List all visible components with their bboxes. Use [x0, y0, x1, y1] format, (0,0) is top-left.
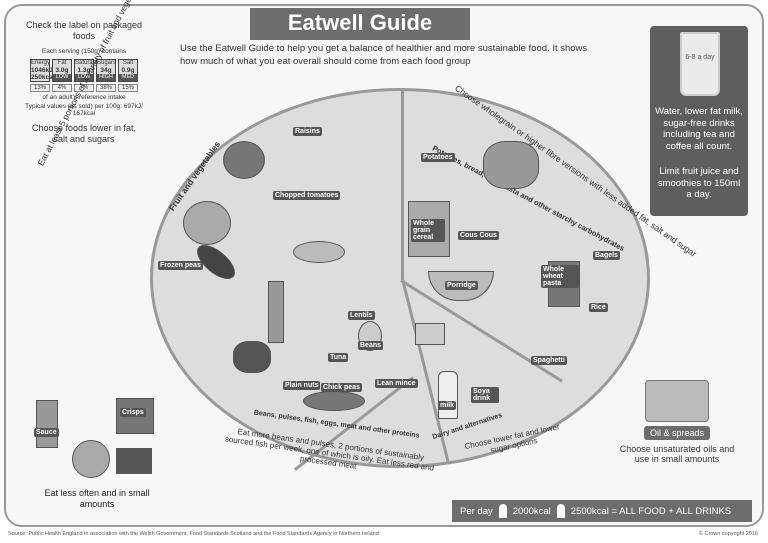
oils-advice: Choose unsaturated oils and use in small…	[619, 444, 735, 464]
tuna-label: Tuna	[328, 353, 349, 362]
copyright-note: © Crown copyright 2016	[698, 531, 758, 537]
label-serving: Each serving (150g) contains	[41, 48, 127, 55]
bagels-label: Bagels	[593, 251, 620, 260]
milk-bottle-image	[438, 371, 458, 419]
lean-mince-label: Lean mince	[375, 379, 418, 388]
water-glass-icon: 6-8 a day	[680, 32, 720, 96]
oils-panel: Oil & spreads Choose unsaturated oils an…	[612, 380, 742, 464]
bread-image	[483, 141, 539, 189]
salmon-image	[303, 391, 365, 411]
plate-divider	[401, 91, 404, 281]
tomatoes-label: Chopped tomatoes	[273, 191, 341, 200]
raisins-label: Raisins	[293, 127, 322, 136]
broccoli-image	[223, 141, 265, 179]
label-reference: of an adult's reference intake	[42, 94, 126, 101]
potatoes-label: Potatoes	[421, 153, 455, 162]
label-percents: 13%4%7%38%15%	[24, 84, 144, 92]
men-kcal: 2500kcal = ALL FOOD + ALL DRINKS	[570, 505, 732, 517]
cereal-label: Whole grain cereal	[411, 219, 445, 242]
intro-text: Use the Eatwell Guide to help you get a …	[180, 43, 588, 67]
women-kcal: 2000kcal	[512, 505, 551, 517]
juice-limit-text: Limit fruit juice and smoothies to 150ml…	[657, 166, 741, 200]
oil-bottle-image	[645, 380, 709, 422]
grapes-image	[233, 341, 271, 373]
pasta-label: Whole wheat pasta	[541, 265, 579, 288]
sauce-label: Sauce	[34, 428, 59, 437]
cous-cous-label: Cous Cous	[458, 231, 499, 240]
milk-label: milk	[438, 401, 457, 410]
water-panel: 6-8 a day Water, lower fat milk, sugar-f…	[650, 26, 748, 216]
beans-label: Beans	[358, 341, 384, 350]
chick-peas-label: Chick peas	[321, 383, 362, 392]
oils-badge: Oil & spreads	[643, 426, 711, 440]
sauce-bottle-image	[36, 400, 58, 448]
cheese-image	[415, 323, 445, 345]
chocolate-image	[116, 448, 152, 474]
label-typical: Typical values (as sold) per 100g: 697kJ…	[25, 103, 143, 117]
leeks-image	[268, 281, 284, 343]
eatwell-plate: Fruit and vegetables Raisins Chopped tom…	[150, 88, 650, 472]
water-quantity: 6-8 a day	[685, 54, 715, 61]
cabbage-image	[183, 201, 231, 245]
nuts-label: Plain nuts	[283, 381, 321, 390]
nutrition-label-panel: Check the label on packaged foods Each s…	[24, 20, 144, 145]
cake-image	[72, 440, 110, 478]
label-heading: Check the label on packaged foods	[25, 20, 143, 41]
porridge-label: Porridge	[445, 281, 478, 290]
frozen-peas-label: Frozen peas	[158, 261, 203, 270]
per-day-label: Per day	[460, 505, 493, 517]
man-icon	[556, 504, 565, 518]
soya-drink-label: Soya drink	[471, 387, 499, 403]
spaghetti-label: Spaghetti	[531, 356, 567, 365]
bananas-image	[293, 241, 345, 263]
water-text: Water, lower fat milk, sugar-free drinks…	[655, 106, 743, 152]
woman-icon	[498, 504, 507, 518]
snacks-panel: Sauce Crisps Eat less often and in small…	[32, 398, 162, 509]
crisps-label: Crisps	[120, 408, 146, 417]
rice-label: Rice	[589, 303, 608, 312]
snacks-advice: Eat less often and in small amounts	[44, 488, 150, 509]
daily-energy-bar: Per day 2000kcal 2500kcal = ALL FOOD + A…	[452, 500, 752, 522]
lentils-label: Lentils	[348, 311, 375, 320]
source-note: Source: Public Health England in associa…	[8, 531, 379, 537]
label-footer: Choose foods lower in fat, salt and suga…	[31, 123, 137, 144]
page-title: Eatwell Guide	[250, 8, 470, 40]
